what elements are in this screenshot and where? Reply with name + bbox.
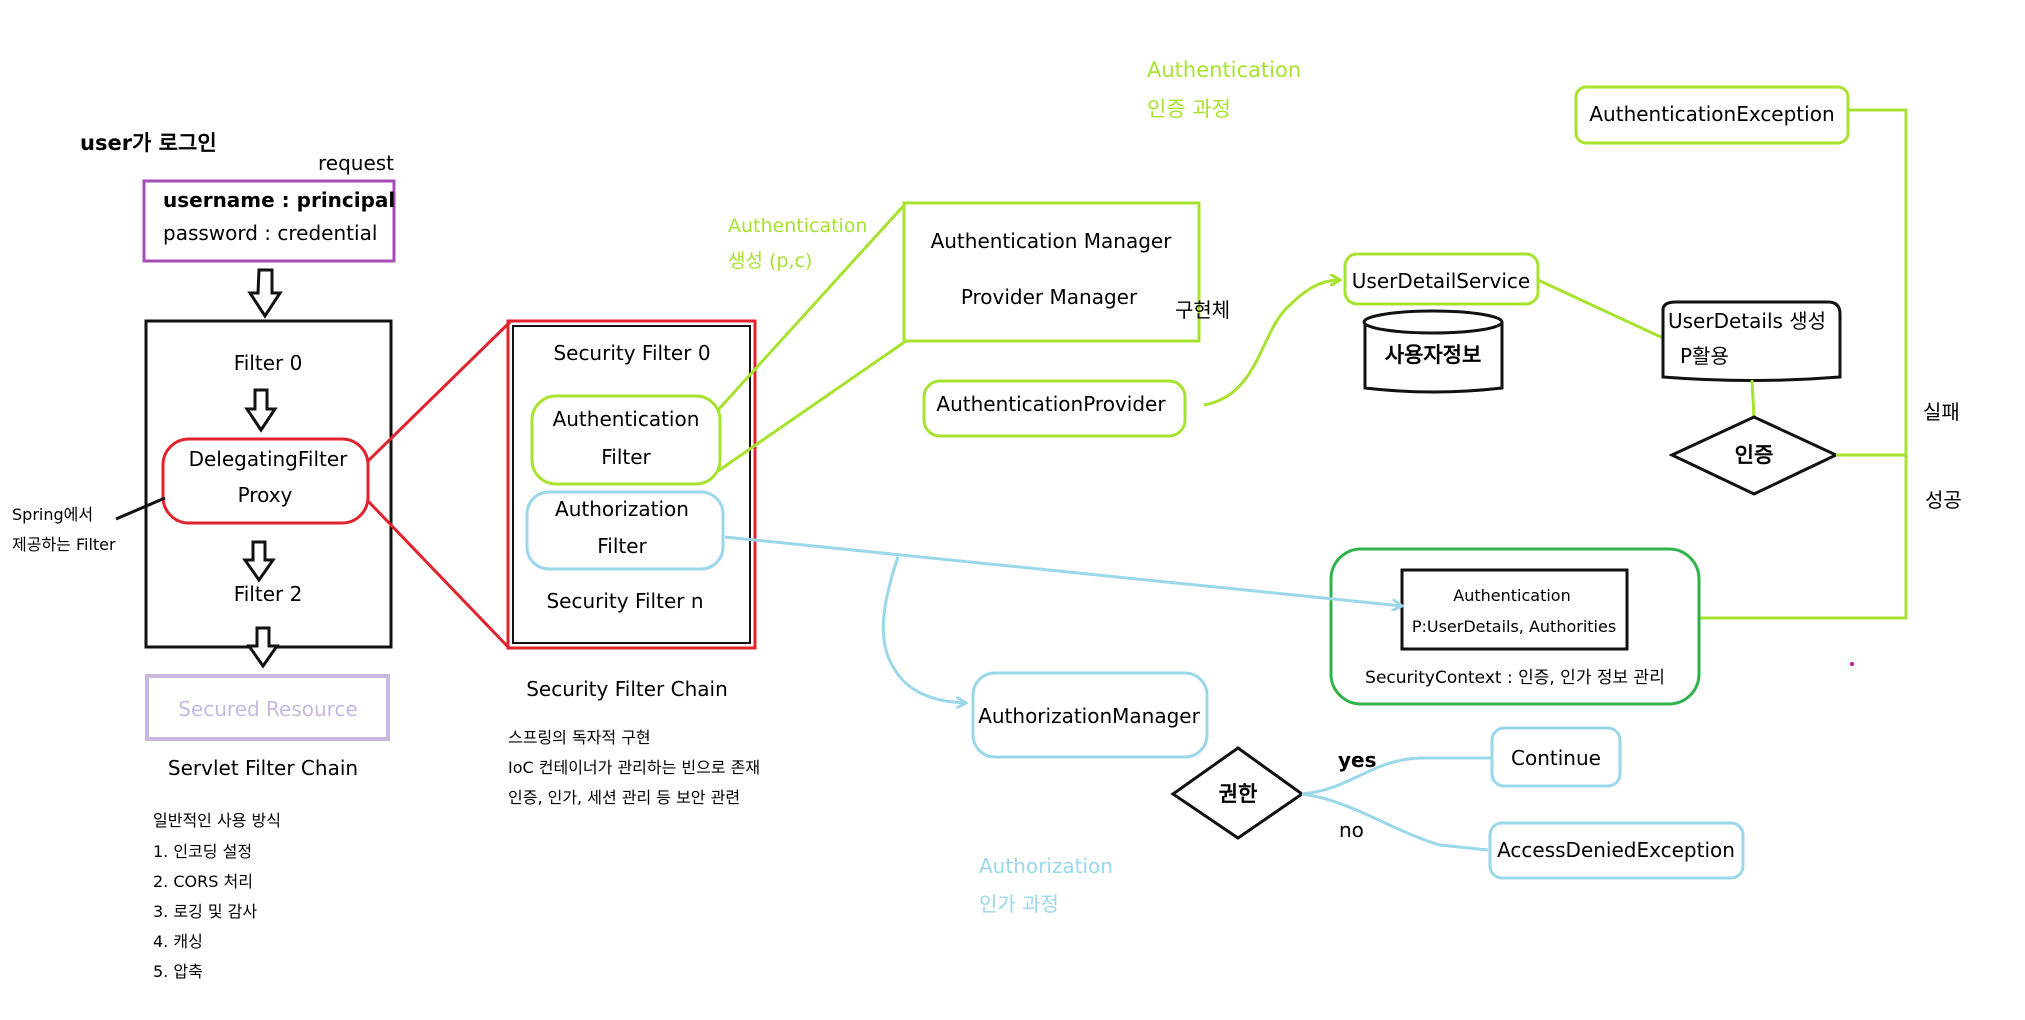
no-text: no	[1339, 818, 1364, 842]
filter0-text: Filter 0	[234, 351, 303, 375]
authentication-title-2: 인증 과정	[1147, 97, 1231, 121]
delegating-filter-text-1: DelegatingFilter	[189, 447, 349, 471]
down-arrow-icon	[244, 388, 278, 433]
password-text: password : credential	[163, 221, 377, 245]
authentication-manager-text: Authentication Manager	[931, 229, 1173, 253]
authentication-provider-text: AuthenticationProvider	[936, 392, 1166, 416]
security-filter-chain-inner	[512, 325, 751, 644]
authorization-filter-text-2: Filter	[597, 534, 647, 558]
request-label: request	[318, 151, 394, 175]
security-filter0-text: Security Filter 0	[553, 341, 710, 365]
usage-item: 1. 인코딩 설정	[153, 842, 252, 861]
authentication-object-box	[1400, 568, 1629, 651]
down-arrow-icon	[242, 540, 276, 583]
authz-to-manager-arrow	[881, 556, 966, 703]
usage-title: 일반적인 사용 방식	[153, 811, 281, 830]
verify-text: 인증	[1735, 443, 1774, 467]
success-path-line	[1632, 455, 1908, 620]
access-denied-text: AccessDeniedException	[1497, 838, 1735, 862]
authentication-manager-box	[902, 201, 1201, 343]
security-chain-note: 스프링의 독자적 구현	[508, 728, 651, 747]
userdetails-to-verify-line	[1750, 379, 1756, 419]
down-arrow-icon	[246, 626, 280, 669]
authorization-filter-box	[525, 490, 725, 571]
zoom-line-top	[366, 320, 512, 463]
delegating-filter-proxy-box	[161, 437, 370, 525]
user-details-text-2: P활용	[1680, 344, 1729, 368]
authentication-filter-text-2: Filter	[601, 445, 651, 469]
security-chain-note: 인증, 인가, 세션 관리 등 보안 관련	[508, 788, 740, 807]
authentication-exception-box	[1574, 85, 1850, 145]
provider-to-userdetailservice-arrow	[1203, 280, 1340, 407]
user-details-box	[1661, 300, 1842, 382]
down-arrow-icon	[247, 268, 283, 319]
yes-text: yes	[1338, 748, 1377, 772]
auth-filter-to-manager-bottom	[717, 339, 907, 473]
security-chain-label: Security Filter Chain	[526, 677, 728, 701]
user-detail-service-text: UserDetailService	[1352, 269, 1530, 293]
spring-note-pointer	[115, 496, 166, 521]
authz-filter-to-context-arrow	[724, 535, 1402, 606]
usage-item: 3. 로깅 및 감사	[153, 902, 257, 921]
usage-item: 2. CORS 처리	[153, 872, 253, 891]
database-top	[1362, 309, 1504, 335]
usage-item: 5. 압축	[153, 962, 203, 981]
security-filter-n-text: Security Filter n	[546, 589, 703, 613]
authentication-create-2: 생성 (p,c)	[728, 250, 812, 272]
authentication-filter-box	[530, 394, 722, 486]
authorization-filter-text-1: Authorization	[555, 497, 689, 521]
implementation-text: 구현체	[1175, 298, 1230, 322]
username-text: username : principal	[163, 188, 395, 212]
user-info-text: 사용자정보	[1385, 343, 1482, 367]
authorization-title-1: Authorization	[979, 854, 1113, 878]
continue-text: Continue	[1511, 746, 1601, 770]
stray-dot	[1850, 662, 1854, 666]
service-to-userdetails-line	[1537, 278, 1664, 340]
authentication-object-text-1: Authentication	[1453, 586, 1570, 605]
credentials-box	[142, 179, 396, 263]
authentication-object-text-2: P:UserDetails, Authorities	[1412, 617, 1616, 636]
permission-text: 권한	[1219, 782, 1258, 806]
fail-text: 실패	[1923, 400, 1960, 424]
security-chain-note: IoC 컨테이너가 관리하는 빈으로 존재	[508, 758, 760, 777]
fail-path-line	[1836, 108, 1908, 457]
authentication-create-1: Authentication	[728, 215, 867, 237]
zoom-line-bottom	[366, 499, 512, 651]
no-path-line	[1301, 792, 1489, 852]
authentication-title-1: Authentication	[1147, 58, 1301, 82]
authorization-manager-text: AuthorizationManager	[978, 704, 1200, 728]
servlet-chain-label: Servlet Filter Chain	[168, 756, 358, 780]
authentication-filter-text-1: Authentication	[553, 407, 700, 431]
security-context-label: SecurityContext : 인증, 인가 정보 관리	[1365, 668, 1665, 688]
security-filter-chain-box	[506, 319, 757, 650]
secured-resource-text: Secured Resource	[178, 697, 358, 721]
provider-manager-text: Provider Manager	[961, 285, 1138, 309]
auth-filter-to-manager-top	[716, 201, 908, 412]
yes-path-line	[1301, 756, 1492, 796]
authentication-exception-text: AuthenticationException	[1589, 102, 1834, 126]
access-denied-box	[1488, 821, 1745, 880]
secured-resource-box	[145, 674, 390, 741]
database-icon	[1363, 322, 1504, 394]
usage-item: 4. 캐싱	[153, 932, 203, 951]
login-title: user가 로그인	[80, 131, 217, 155]
success-text: 성공	[1925, 488, 1962, 512]
delegating-filter-text-2: Proxy	[238, 483, 293, 507]
spring-note-text-2: 제공하는 Filter	[12, 535, 116, 554]
authentication-provider-box	[922, 379, 1187, 438]
spring-note-text-1: Spring에서	[12, 505, 93, 524]
continue-box	[1490, 726, 1622, 788]
authorization-manager-box	[971, 671, 1209, 759]
authorization-title-2: 인가 과정	[979, 892, 1059, 916]
filter2-text: Filter 2	[234, 582, 303, 606]
user-detail-service-box	[1343, 252, 1540, 306]
user-details-text-1: UserDetails 생성	[1668, 309, 1826, 333]
